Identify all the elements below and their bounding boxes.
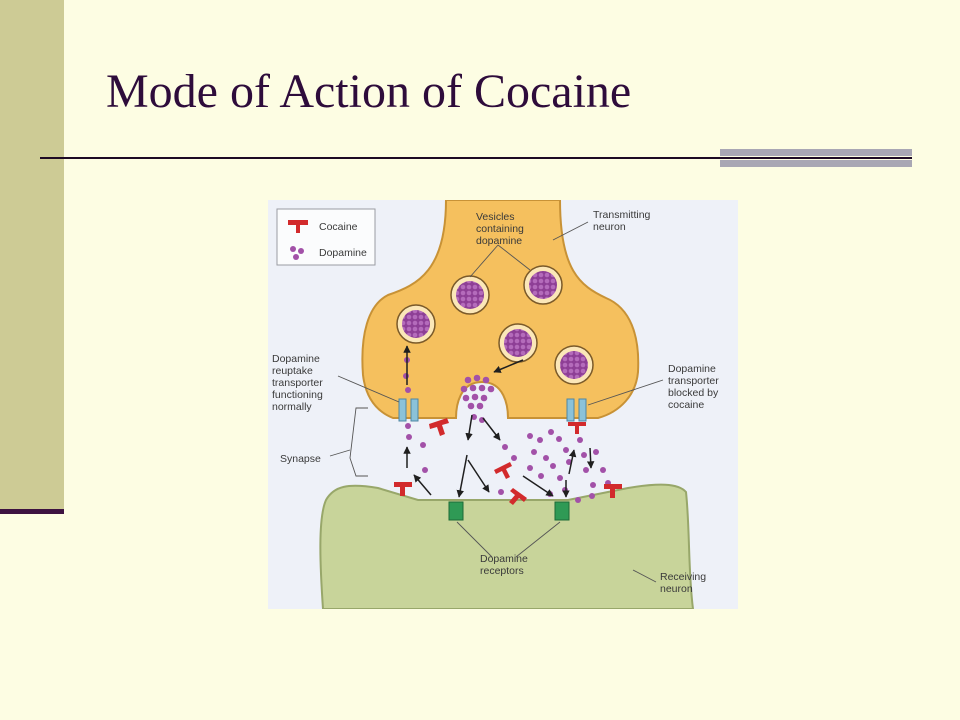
label-reuptake-transporter: Dopamine reuptake transporter functionin… bbox=[272, 353, 326, 413]
legend-dopamine-label: Dopamine bbox=[319, 247, 367, 259]
reuptake-transporter bbox=[398, 398, 419, 422]
vesicle bbox=[396, 304, 436, 344]
dopamine-molecules bbox=[403, 357, 611, 503]
blocked-transporter bbox=[566, 398, 587, 434]
side-bar-underline bbox=[0, 509, 64, 514]
label-dopamine-receptors: Dopamine receptors bbox=[480, 553, 531, 577]
leader-lines bbox=[329, 221, 664, 583]
dopamine-receptor bbox=[554, 501, 570, 521]
title-rule-accent-top bbox=[720, 149, 912, 156]
diagram-legend: Cocaine Dopamine bbox=[276, 208, 376, 266]
title-rule-accent-bottom bbox=[720, 160, 912, 167]
label-synapse: Synapse bbox=[280, 453, 321, 465]
cocaine-molecules bbox=[394, 418, 622, 505]
label-blocked-transporter: Dopamine transporter blocked by cocaine bbox=[668, 363, 722, 411]
side-bar bbox=[0, 0, 64, 511]
slide-title: Mode of Action of Cocaine bbox=[106, 65, 632, 118]
label-vesicles: Vesicles containing dopamine bbox=[476, 211, 527, 247]
receiving-neuron bbox=[319, 483, 695, 609]
dopamine-receptor bbox=[448, 501, 464, 521]
vesicle bbox=[450, 275, 490, 315]
released-dopamine-cluster bbox=[460, 374, 495, 410]
synapse-diagram: Cocaine Dopamine Vesicles containing dop… bbox=[268, 200, 738, 609]
cocaine-legend-icon bbox=[288, 220, 308, 233]
legend-cocaine-label: Cocaine bbox=[319, 221, 358, 233]
vesicle bbox=[554, 345, 594, 385]
vesicle bbox=[523, 265, 563, 305]
label-receiving-neuron: Receiving neuron bbox=[660, 571, 709, 595]
dopamine-legend-icon bbox=[290, 246, 304, 260]
flow-arrows bbox=[403, 345, 595, 498]
label-transmitting-neuron: Transmitting neuron bbox=[593, 209, 653, 233]
vesicle bbox=[498, 323, 538, 363]
title-rule bbox=[40, 157, 912, 159]
